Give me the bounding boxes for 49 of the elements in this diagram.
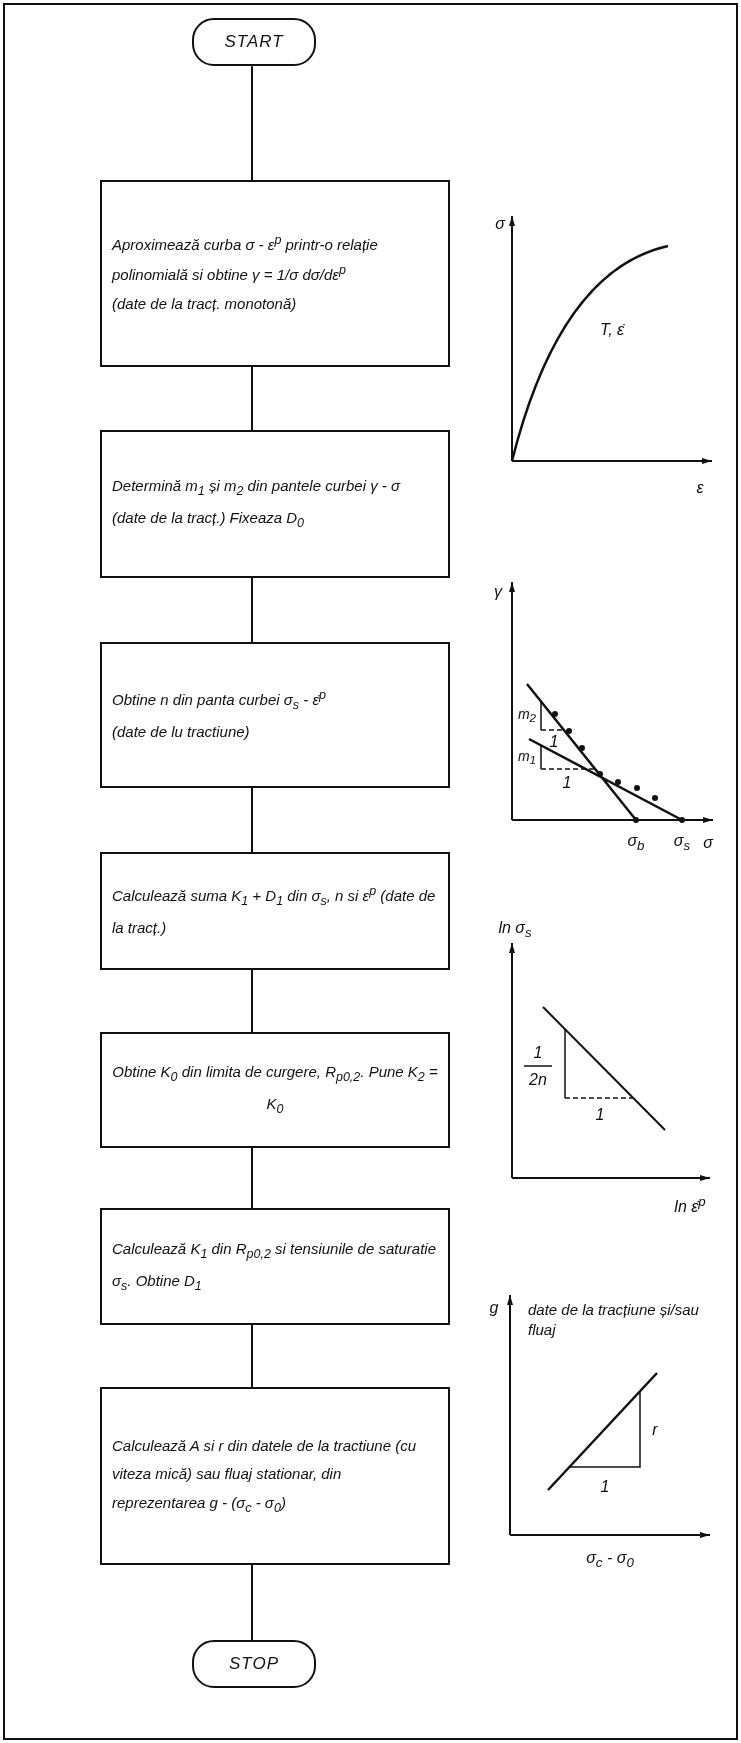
step-text: (date de la tracț. monotonă)	[112, 293, 298, 314]
slope-label: 1	[533, 1044, 543, 1062]
connector-line	[251, 65, 253, 181]
connector-line	[251, 366, 253, 431]
step-text: Calculează A si r din datele de la tractiune (cu viteza mică) sau fluaj stationar, din reprezentarea g - (σ$_{c}$ - σ$_{0}$)	[112, 1435, 418, 1517]
process-box	[100, 1208, 450, 1325]
step-text: Obtine K$_{0}$ din limita de curgere, R$_{p0,2}$. Pune K$_{2}$ = K$_{0}$	[112, 1062, 438, 1118]
terminal-box	[192, 1640, 316, 1689]
step-text: Calculează K$_{1}$ din R$_{p0,2}$ si tensiunile de saturatie σ$_{s}$. Obtine D$_{1}$	[112, 1238, 437, 1295]
step-text: Calculează suma K$_{1}$ + D$_{1}$ din σ$_{s}$, n si ε$^{p}$ (date de la tracț.)	[112, 882, 437, 938]
slope-label: m$_{1}$	[517, 748, 537, 768]
slope-label: 1	[600, 1478, 610, 1496]
point-label: σ$_{s}$	[673, 832, 691, 854]
slope-label: 1	[595, 1106, 605, 1124]
process-box	[100, 852, 450, 970]
step-text: Aproximează curba σ - ε$^{p}$ printr-o relație polinomială si obtine γ = 1/σ dσ/dε$^{p}$	[112, 231, 379, 286]
process-box	[100, 430, 450, 578]
connector-line	[251, 1147, 253, 1209]
process-box	[100, 1032, 450, 1148]
connector-line	[251, 787, 253, 853]
note-text: date de la tracțiune și/sau fluaj	[528, 1300, 700, 1339]
step-text: (date de lu tractiune)	[112, 721, 251, 742]
curve-label: T, ε̇	[599, 321, 625, 339]
process-box	[100, 180, 450, 367]
process-box	[100, 642, 450, 788]
point-label: σ$_{b}$	[627, 832, 645, 854]
axis-label: ln σ$_{s}$	[498, 919, 532, 941]
terminal-label: START	[224, 31, 284, 53]
slope-label: m$_{2}$	[517, 706, 537, 726]
connector-line	[251, 577, 253, 643]
connector-line	[251, 969, 253, 1033]
slope-label: 1	[549, 733, 559, 751]
slope-label: 1	[562, 774, 572, 792]
axis-label: σ$_{c}$ - σ$_{0}$	[586, 1549, 634, 1571]
axis-label: ε	[696, 479, 704, 497]
slope-label: r	[652, 1421, 658, 1439]
axis-label: ln ε̇$^{p}$	[674, 1194, 706, 1216]
axis-label: g	[489, 1299, 499, 1317]
axis-label: σ	[703, 834, 713, 852]
step-text: Obtine n din panta curbei σ$_{s}$ - ε̇$^{p}$	[112, 686, 327, 714]
connector-line	[251, 1324, 253, 1388]
connector-line	[251, 1564, 253, 1641]
process-box	[100, 1387, 450, 1565]
terminal-label: STOP	[229, 1653, 279, 1675]
slope-label: 2n	[529, 1071, 547, 1089]
step-text: Determină m$_{1}$ și m$_{2}$ din pantele curbei γ - σ (date de la tracț.) Fixeaza D$_{0}$	[112, 476, 402, 532]
terminal-box	[192, 18, 316, 67]
axis-label: γ	[494, 583, 502, 601]
axis-label: σ	[495, 215, 505, 233]
